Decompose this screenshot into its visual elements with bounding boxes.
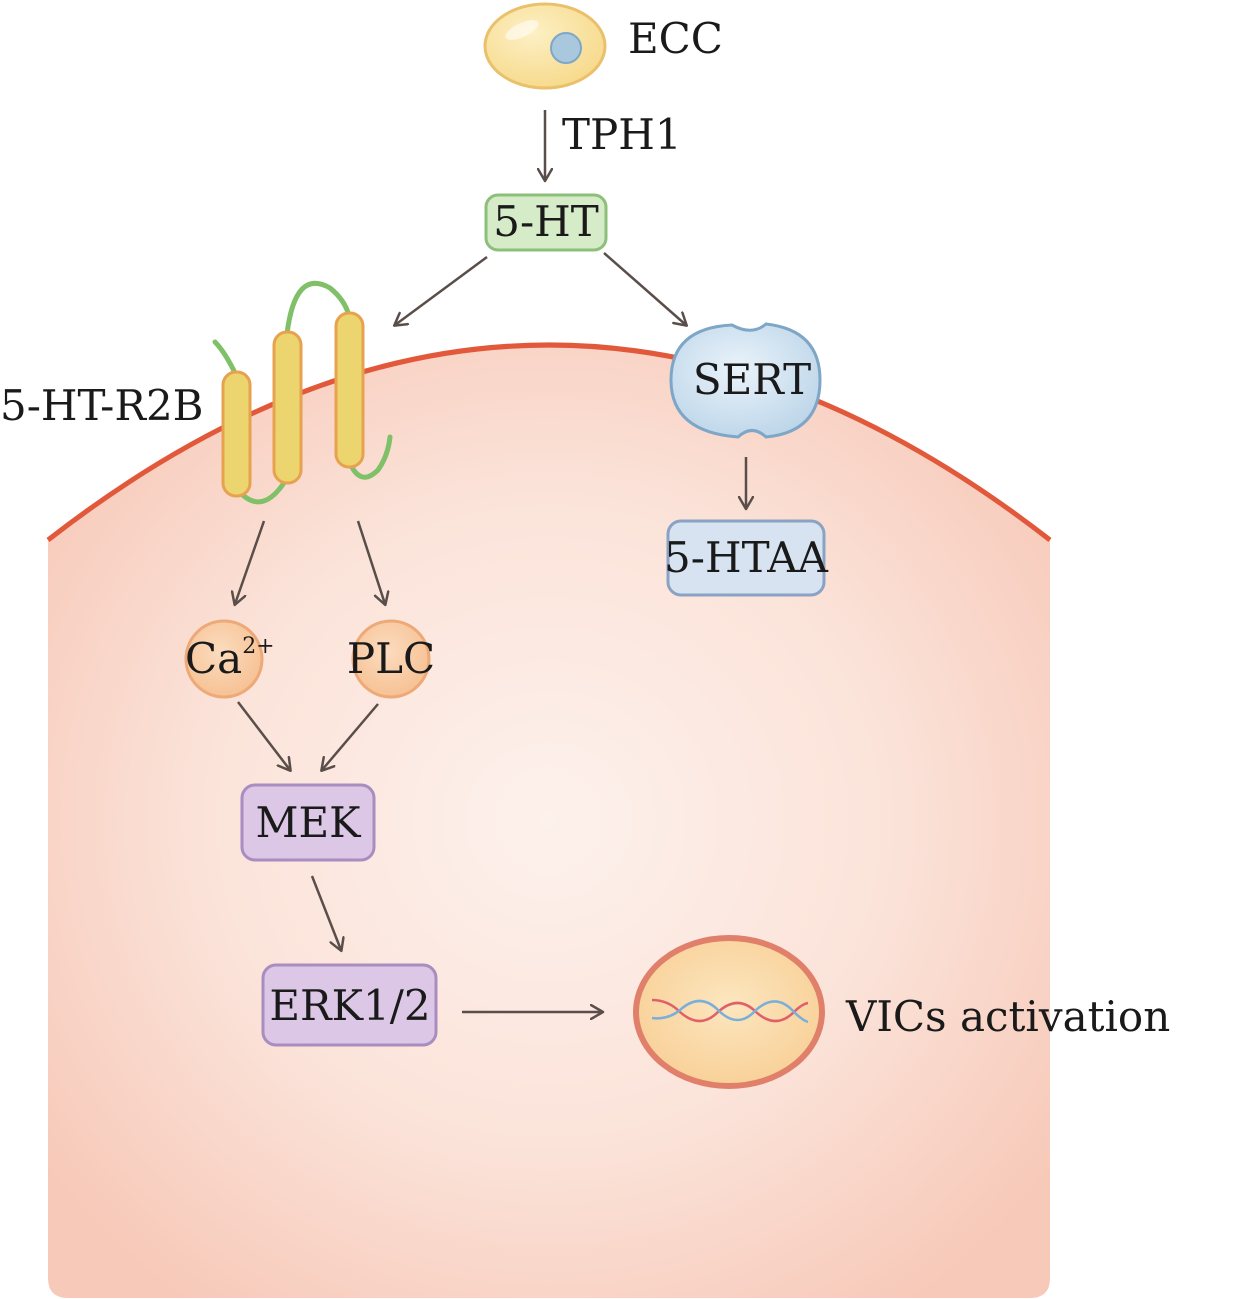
calcium-label: Ca2+ [185,634,275,683]
sert-label: SERT [693,355,811,404]
arrow-receptor-to-ca [235,520,266,604]
mek-label: MEK [255,798,362,847]
calcium-node [184,619,264,699]
arrow-plc-to-mek [322,703,379,770]
5ht-r2b-receptor [212,280,393,505]
arrow-5ht-to-receptor [395,255,488,325]
receptor-helix-1 [221,370,252,498]
ecc-highlight [505,20,539,40]
arrow-mek-to-erk [310,875,341,950]
receptor-label: 5-HT-R2B [0,381,204,430]
receptor-helix-2 [272,330,303,485]
plc-label: PLC [347,634,435,683]
5htaa-label: 5-HTAA [664,533,829,582]
nucleus [633,935,825,1089]
plc-node [351,619,431,699]
tph1-label: TPH1 [562,110,682,159]
arrow-ca-to-mek [237,701,290,770]
mek-box [240,783,376,862]
5ht-label: 5-HT [493,197,599,246]
sert-transporter [669,322,822,439]
ecc-nucleus [550,32,582,64]
calcium-base: Ca [185,634,242,683]
erk-label: ERK1/2 [269,981,430,1030]
ecc-label: ECC [628,14,723,63]
cell-membrane [46,342,1052,542]
arrow-receptor-to-plc [356,520,385,604]
cell-body [48,345,1050,1298]
ecc-cell [483,2,607,90]
receptor-loops [212,280,393,505]
calcium-charge: 2+ [242,634,274,659]
receptor-helix-3 [334,311,365,469]
arrow-5ht-to-sert [603,252,686,325]
5htaa-box [666,519,826,597]
5ht-box [484,193,608,252]
outcome-label: VICs activation [845,992,1170,1041]
erk-box [261,963,438,1047]
dna-strand-blue [651,999,809,1024]
